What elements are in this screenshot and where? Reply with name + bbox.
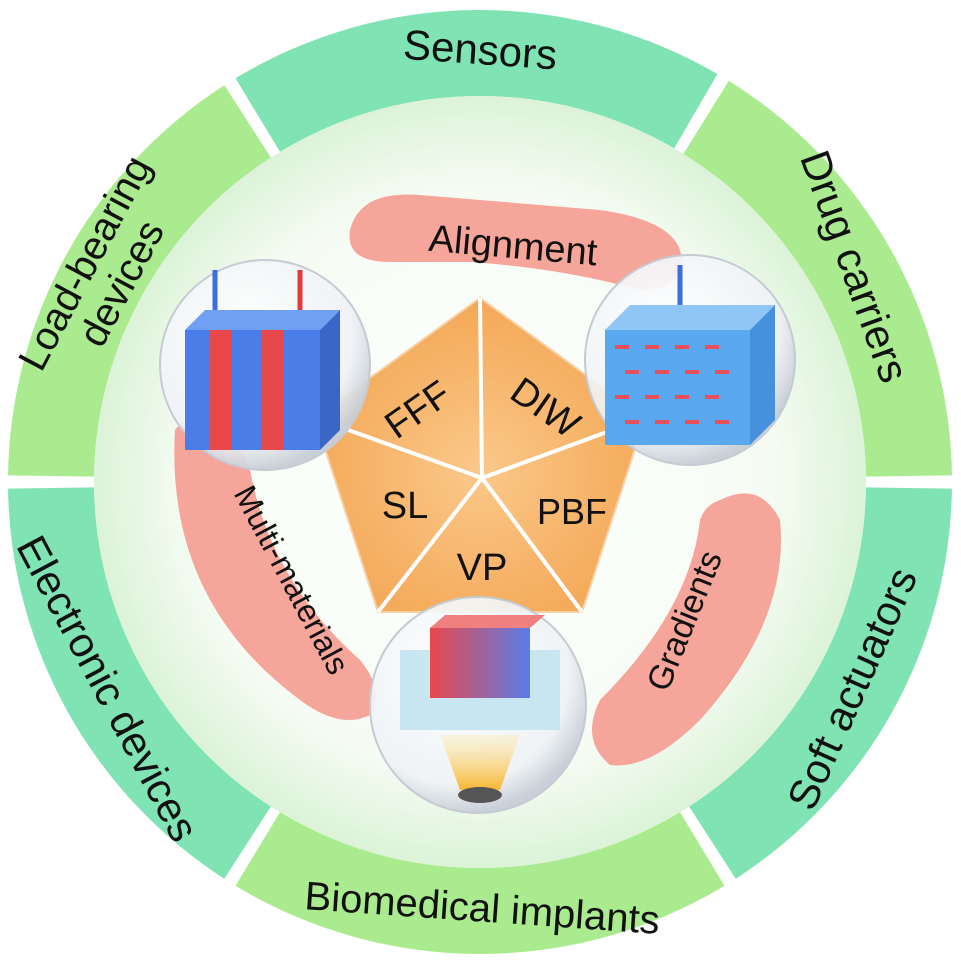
gradients-band: [592, 493, 781, 766]
diw-bubble: [584, 254, 796, 466]
ring-segment-biomedical-implants: [235, 812, 725, 954]
ring-segment-load-bearing-devices: [8, 85, 271, 477]
outer-ring: [8, 10, 952, 954]
ring-segment-soft-actuators: [689, 487, 952, 879]
ring-segment-drug-carriers: [683, 80, 952, 477]
ring-segment-electronic-devices: [8, 487, 271, 879]
light-source-icon: [458, 787, 502, 803]
technique-vp: VP: [457, 547, 508, 589]
technique-sl: SL: [382, 485, 428, 527]
ring-segment-sensors: [235, 10, 718, 152]
fff-bubble: [159, 259, 371, 471]
multi-materials-band: [174, 423, 376, 720]
vp-bubble: [369, 596, 587, 814]
technique-pbf: PBF: [537, 491, 607, 532]
alignment-band: [349, 194, 682, 290]
ring-label-sensors: Sensors: [402, 21, 559, 79]
